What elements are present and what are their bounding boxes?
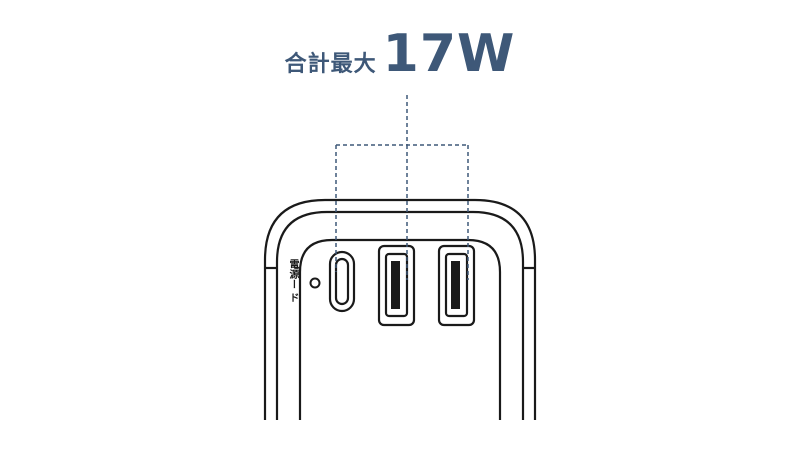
power-led-icon <box>309 277 321 289</box>
device-body <box>263 198 537 420</box>
headline-label: 合計最大 <box>284 52 377 77</box>
headline-value: 17W <box>382 24 516 84</box>
headline: 合計最大 17W <box>0 28 800 80</box>
device-outer-outline <box>263 198 537 420</box>
usb-c-port-icon <box>328 250 356 313</box>
device-inner-outline <box>275 210 525 420</box>
device-panel-outline <box>298 238 502 420</box>
usb-a-port-icon <box>377 244 416 327</box>
indicator-label: 電源ー ド <box>287 259 298 303</box>
usb-a-port-icon <box>437 244 476 327</box>
callout-lines <box>335 95 469 280</box>
